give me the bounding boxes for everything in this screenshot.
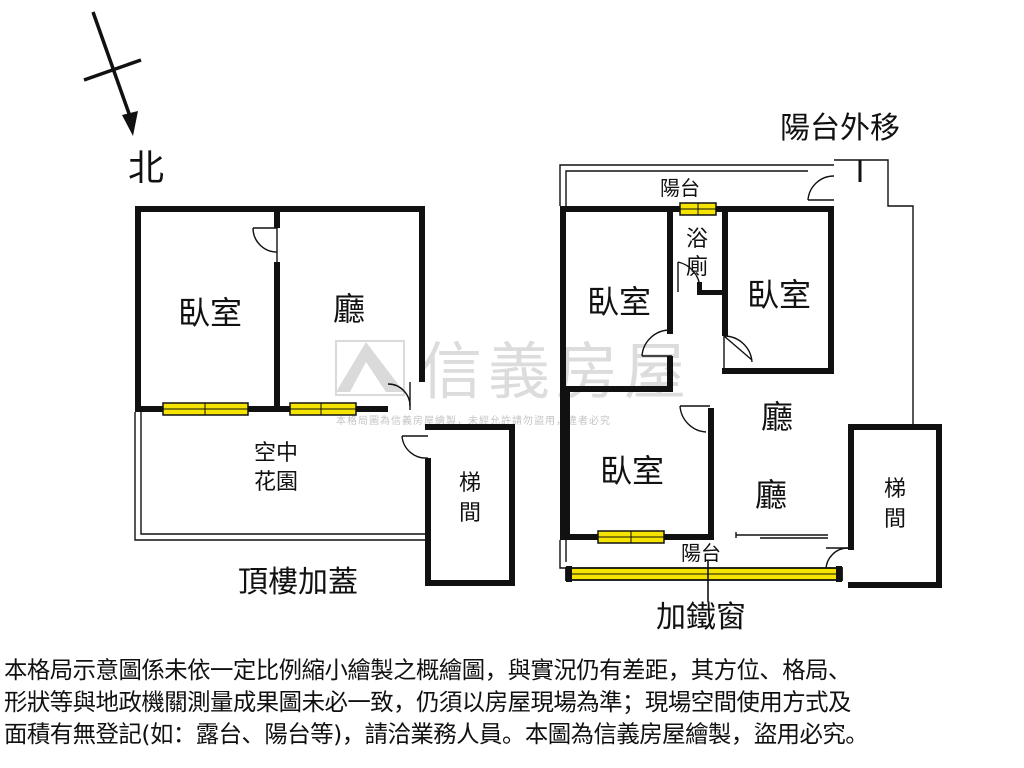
floor-plan-drawing: 信義房屋 本格局圖為信義房屋繪製，未經允許請勿盜用，違者必究 北	[83, 11, 942, 635]
left-window-2	[289, 402, 357, 416]
north-arrow	[83, 11, 142, 136]
left-bedroom-label: 臥室	[178, 294, 242, 332]
left-living-label: 廳	[333, 290, 365, 328]
bath-label-line1: 浴	[686, 227, 708, 252]
watermark-small-text: 本格局圖為信義房屋繪製，未經允許請勿盜用，違者必究	[336, 414, 611, 427]
disclaimer-line-1: 本格局示意圖係未依一定比例縮小繪製之概繪圖，與實況仍有差距，其方位、格局、	[4, 656, 851, 684]
garden-label-line1: 空中	[254, 441, 298, 466]
north-label: 北	[128, 148, 164, 189]
left-stair-label-line2: 間	[459, 501, 481, 526]
balcony-top-door	[807, 175, 835, 201]
left-window-1	[162, 402, 249, 416]
balcony-moved-label: 陽台外移	[780, 111, 900, 146]
disclaimer-line-3: 面積有無登記(如：露台、陽台等)，請洽業務人員。本圖為信義房屋繪製，盜用必究。	[4, 720, 869, 748]
iron-window-label: 加鐵窗	[656, 600, 746, 635]
disclaimer-line-2: 形狀等與地政機關測量成果圖未必一致，仍須以房屋現場為準；現場空間使用方式及	[4, 688, 851, 716]
right-stair-label-line1: 梯	[884, 477, 906, 502]
bedroom-b-door	[723, 335, 753, 368]
right-floor-plan	[559, 159, 942, 602]
bedroom-a-label: 臥室	[587, 283, 651, 321]
balcony-top-label: 陽台	[660, 176, 700, 200]
bath-label-line2: 廁	[686, 255, 708, 280]
right-stair-door	[825, 547, 852, 571]
iron-window-bar	[565, 566, 843, 582]
left-stair-door	[401, 435, 429, 459]
left-bedroom-door	[252, 227, 278, 262]
bedroom-c-door	[679, 405, 710, 433]
balcony-bottom-label: 陽台	[681, 541, 721, 565]
living-label-b: 廳	[755, 476, 787, 514]
left-stair-label-line1: 梯	[459, 471, 481, 496]
watermark: 信義房屋 本格局圖為信義房屋繪製，未經允許請勿盜用，違者必究	[335, 335, 692, 427]
living-label-a: 廳	[761, 398, 793, 436]
bedroom-a-door	[641, 329, 672, 357]
disclaimer-text: 本格局示意圖係未依一定比例縮小繪製之概繪圖，與實況仍有差距，其方位、格局、 形狀…	[4, 654, 1020, 750]
left-floor-plan	[134, 206, 515, 586]
bedroom-b-label: 臥室	[747, 276, 811, 314]
bath-door	[677, 261, 701, 292]
bedroom-c-window	[597, 530, 665, 544]
left-living-door	[387, 382, 411, 410]
right-stair-label-line2: 間	[884, 507, 906, 532]
watermark-brand: 信義房屋	[420, 335, 692, 408]
garden-label-line2: 花園	[254, 470, 298, 495]
watermark-logo	[335, 340, 405, 396]
bedroom-c-label: 臥室	[600, 452, 664, 490]
rooftop-addition-title: 頂樓加蓋	[238, 565, 358, 600]
right-top-window	[679, 202, 717, 216]
